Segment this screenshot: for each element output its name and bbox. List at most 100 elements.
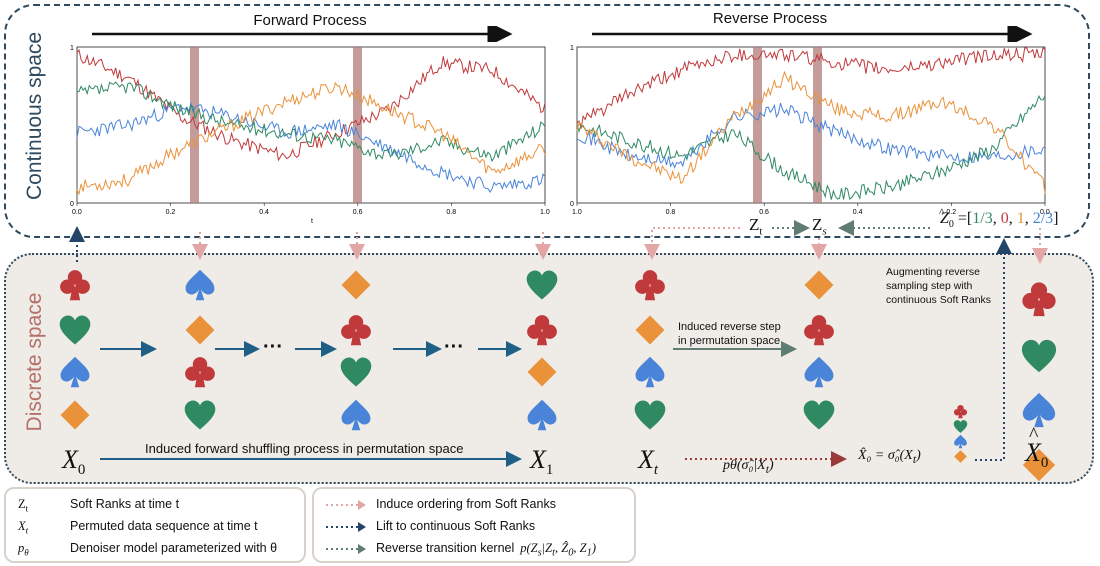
forward-xlabel: t xyxy=(311,218,313,225)
reverse-xtick: 0.8 xyxy=(666,209,676,216)
label-x0: X0 xyxy=(62,445,86,479)
lift-arrow-z0hat xyxy=(975,238,1012,461)
reverse-trace-diamond xyxy=(576,70,1046,194)
denoiser-formula: pθ(σ̂₀|Xt) xyxy=(723,458,774,476)
spade-icon xyxy=(339,398,373,437)
reverse-process-title: Reverse Process xyxy=(712,10,828,27)
reverse-trace-club xyxy=(576,46,1046,129)
reverse-time-arrow xyxy=(592,26,1033,42)
legend-symbol-row: Xt Permuted data sequence at time t xyxy=(18,519,258,536)
forward-xtick: 0.0 xyxy=(72,209,82,216)
forward-xtick: 0.4 xyxy=(259,209,269,216)
club-icon xyxy=(58,268,92,307)
forward-trace-club xyxy=(76,48,546,162)
label-x1: X1 xyxy=(530,445,554,479)
zt-to-zs-arrow xyxy=(772,220,810,236)
reverse-ytick-1: 1 xyxy=(570,45,574,52)
soft-rank-z0hat: ^ Z0 =[1/3, 0, 1, 2/3] xyxy=(939,205,1059,231)
spade-icon xyxy=(633,355,667,394)
heart-icon xyxy=(1020,337,1058,380)
z0hat-to-zs-arrow xyxy=(838,220,930,236)
legend-text: Denoiser model parameterized with θ xyxy=(70,541,278,555)
forward-xtick: 1.0 xyxy=(540,209,550,216)
reverse-trace-heart xyxy=(576,94,1046,201)
spade-icon xyxy=(183,268,217,307)
legend-kernel-formula: p(Zs|Zt, Ẑ0, Z1) xyxy=(520,541,596,559)
heart-icon xyxy=(339,355,373,394)
forward-ytick-1: 1 xyxy=(70,45,74,52)
forward-time-band-1 xyxy=(190,47,199,203)
diamond-icon xyxy=(183,313,217,352)
legend-arrow-icon xyxy=(326,521,366,532)
induced-forward-label: Induced forward shuffling process in per… xyxy=(145,441,464,456)
z0-value-3: 1 xyxy=(1016,210,1025,227)
heart-icon xyxy=(183,398,217,437)
legend-arrow-text: Induce ordering from Soft Ranks xyxy=(376,497,556,511)
legend-arrow-text: Reverse transition kernel xyxy=(376,541,515,555)
heart-icon xyxy=(802,398,836,437)
spade-icon xyxy=(58,355,92,394)
legend-symbol: pθ xyxy=(18,541,29,558)
club-icon xyxy=(633,268,667,307)
forward-ytick-0: 0 xyxy=(70,201,74,208)
diamond-icon xyxy=(802,268,836,307)
z0-value-1: 1/3 xyxy=(972,210,993,227)
legend-arrow-icon xyxy=(326,543,366,554)
forward-xtick: 0.6 xyxy=(353,209,363,216)
continuous-space-panel xyxy=(4,4,1090,238)
reverse-xtick: 0.4 xyxy=(853,209,863,216)
legend-symbols: Zt Soft Ranks at time t Xt Permuted data se… xyxy=(4,487,306,563)
club-icon xyxy=(802,313,836,352)
legend-text: Soft Ranks at time t xyxy=(70,497,180,511)
legend-arrow-text: Lift to continuous Soft Ranks xyxy=(376,519,536,533)
forward-process-plot: 1 0 0.0 0.2 0.4 0.6 0.8 1.0 t xyxy=(70,45,550,225)
diamond-icon xyxy=(633,313,667,352)
reverse-process-plot: 1 0 1.0 0.8 0.6 0.4 0.2 0.0 xyxy=(570,45,1050,216)
legend-arrow-row: Induce ordering from Soft Ranks xyxy=(324,497,556,511)
club-icon xyxy=(339,313,373,352)
legend-symbol: Zt xyxy=(18,497,29,514)
label-xt: Xt xyxy=(638,445,659,479)
heart-icon xyxy=(58,313,92,352)
reverse-xtick: 0.0 xyxy=(1040,209,1050,216)
spade-icon xyxy=(525,398,559,437)
ellipsis-2: ··· xyxy=(444,336,464,358)
legend-arrow-icon xyxy=(326,499,366,510)
soft-rank-zs: Zs xyxy=(812,215,827,238)
forward-xtick: 0.2 xyxy=(166,209,176,216)
legend-text: Permuted data sequence at time t xyxy=(70,519,258,533)
club-icon xyxy=(1020,280,1058,323)
z0-value-2: 0 xyxy=(1000,210,1009,227)
reverse-time-band-t xyxy=(753,47,762,203)
heart-icon xyxy=(525,268,559,307)
legend-symbol: Xt xyxy=(18,519,29,536)
forward-trace-spade xyxy=(76,102,546,193)
forward-trace-diamond xyxy=(76,81,546,196)
diamond-icon xyxy=(525,355,559,394)
reverse-ytick-0: 0 xyxy=(570,201,574,208)
club-icon xyxy=(183,355,217,394)
induced-reverse-step-label: Induced reverse step in permutation spac… xyxy=(678,321,781,347)
reverse-trace-spade xyxy=(576,102,1046,169)
label-x0hat: ^ X0 xyxy=(1025,424,1049,472)
reverse-xtick: 1.0 xyxy=(572,209,582,216)
legend-arrow-row: Reverse transition kernel p(Zs|Zt, Ẑ0, Z1… xyxy=(324,541,596,559)
forward-process-title: Forward Process xyxy=(253,12,367,29)
augment-note: Augmenting reverse sampling step with co… xyxy=(886,266,992,306)
reverse-xtick: 0.6 xyxy=(759,209,769,216)
spade-icon xyxy=(802,355,836,394)
diamond-icon xyxy=(58,398,92,437)
legend-symbol-row: Zt Soft Ranks at time t xyxy=(18,497,179,514)
forward-time-arrow xyxy=(92,26,513,42)
forward-xtick: 0.8 xyxy=(446,209,456,216)
heart-icon xyxy=(633,398,667,437)
x0hat-equation: X̂₀ = σ̂₀(Xt) xyxy=(858,448,921,466)
reverse-xtick: 0.2 xyxy=(946,209,956,216)
legend-arrow-row: Lift to continuous Soft Ranks xyxy=(324,519,535,533)
soft-rank-zt: Zt xyxy=(749,215,763,238)
ellipsis-1: ··· xyxy=(263,336,283,358)
forward-plot-frame xyxy=(76,46,546,204)
diamond-icon xyxy=(953,449,968,469)
